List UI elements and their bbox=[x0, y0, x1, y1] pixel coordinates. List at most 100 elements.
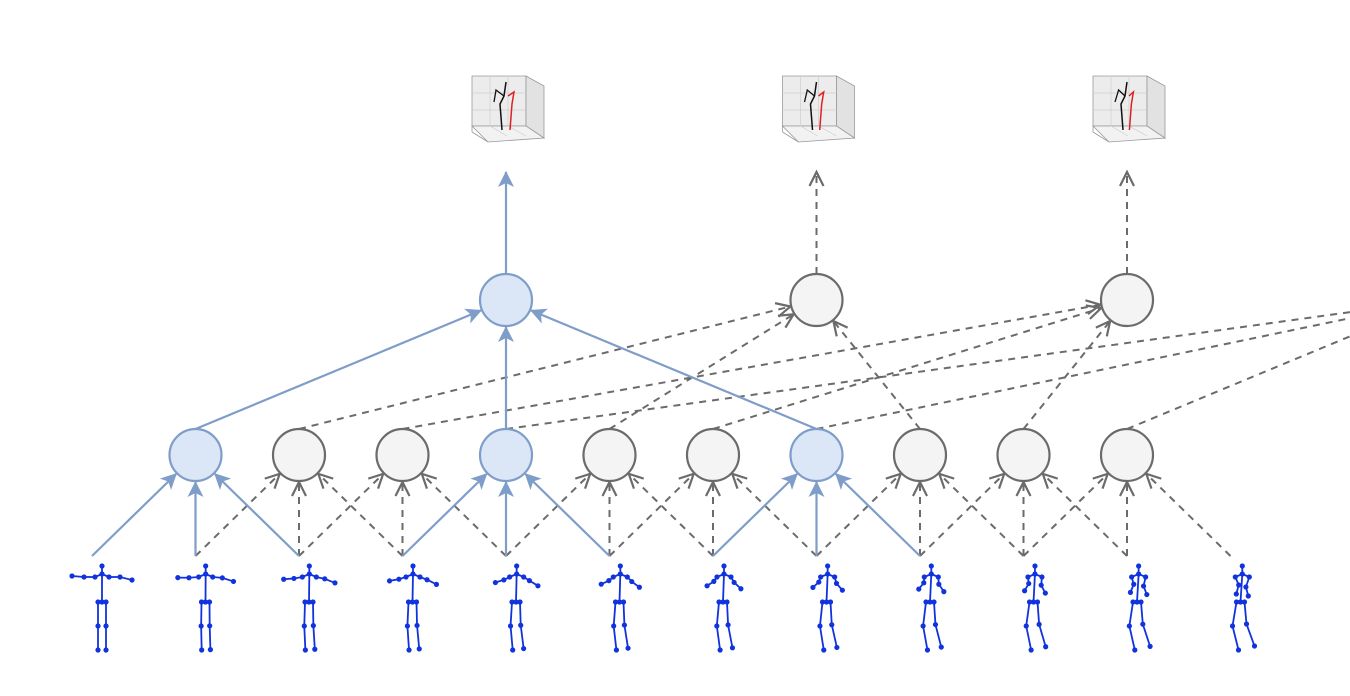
skeleton-joint bbox=[103, 623, 109, 629]
skeleton-joint bbox=[818, 574, 824, 580]
skeleton-joint bbox=[1039, 574, 1045, 580]
skeleton-joint bbox=[1136, 571, 1142, 577]
skeleton-joint bbox=[310, 623, 316, 629]
skeleton-joint bbox=[938, 644, 944, 650]
skeleton-joint bbox=[1246, 574, 1252, 580]
skeleton-bone bbox=[819, 625, 825, 651]
skeleton-joint bbox=[1028, 647, 1034, 653]
skeleton-joint bbox=[99, 563, 105, 569]
input-skeleton-frames bbox=[69, 563, 1258, 653]
skeleton-joint bbox=[1243, 621, 1250, 627]
skeleton-joint bbox=[920, 623, 926, 629]
pose-right-limbs bbox=[818, 90, 825, 131]
skeleton-joint bbox=[617, 571, 623, 577]
input-skeleton bbox=[492, 563, 541, 653]
skeleton-joint bbox=[404, 623, 411, 629]
input-to-hidden-edge bbox=[730, 472, 818, 557]
skeleton-joint bbox=[1140, 621, 1146, 627]
pose-left-arm bbox=[803, 88, 815, 103]
skeleton-joint bbox=[409, 599, 416, 605]
skeleton-joint bbox=[95, 599, 101, 605]
skeleton-joint bbox=[410, 563, 416, 569]
skeleton-joint bbox=[921, 580, 927, 586]
skeleton-joint bbox=[1235, 647, 1242, 653]
input-to-hidden-edge bbox=[194, 472, 282, 557]
skeleton-bone bbox=[715, 601, 720, 627]
skeleton-joint bbox=[817, 623, 823, 629]
skeleton-joint bbox=[724, 599, 730, 605]
skeleton-joint bbox=[1032, 563, 1038, 569]
pose-left-arm bbox=[493, 88, 505, 103]
skeleton-joint bbox=[81, 574, 87, 580]
hidden-to-output-edge bbox=[831, 319, 921, 430]
skeleton-joint bbox=[1130, 599, 1136, 605]
pose-3d-panel bbox=[1092, 75, 1167, 143]
pose-left-limbs bbox=[499, 81, 507, 131]
skeleton-joint bbox=[198, 599, 205, 605]
input-to-hidden-edge bbox=[937, 472, 1025, 557]
skeleton-bone bbox=[1036, 601, 1041, 625]
panel-grid-line bbox=[1128, 125, 1148, 137]
skeleton-joint bbox=[207, 647, 214, 653]
hidden-node bbox=[582, 427, 637, 483]
skeleton-joint bbox=[306, 571, 312, 577]
output-3d-pose-panels bbox=[471, 75, 1167, 143]
skeleton-joint bbox=[1233, 591, 1239, 597]
skeleton-joint bbox=[103, 599, 109, 605]
skeleton-joint bbox=[1038, 582, 1044, 588]
input-to-hidden-edge bbox=[524, 473, 611, 557]
skeleton-joint bbox=[714, 623, 720, 629]
input-skeleton bbox=[1126, 563, 1153, 653]
skeleton-bone bbox=[819, 601, 824, 627]
skeleton-bone bbox=[208, 625, 212, 650]
input-to-hidden-edge bbox=[608, 472, 696, 557]
input-skeleton bbox=[1022, 563, 1049, 653]
skeleton-bone bbox=[303, 601, 306, 627]
panel-grid-line bbox=[1092, 131, 1110, 143]
skeleton-joint bbox=[386, 578, 393, 584]
skeleton-bone bbox=[1136, 573, 1140, 603]
skeleton-bone bbox=[312, 625, 316, 650]
input-skeleton bbox=[175, 563, 237, 653]
skeleton-joint bbox=[810, 584, 816, 591]
skeleton-joint bbox=[1237, 599, 1244, 605]
hidden-node-active bbox=[789, 427, 844, 483]
skeleton-joint bbox=[839, 587, 845, 593]
skeleton-joint bbox=[834, 644, 840, 651]
skeleton-joint bbox=[936, 581, 942, 587]
hidden-node bbox=[685, 427, 741, 483]
skeleton-joint bbox=[230, 578, 237, 585]
skeleton-joint bbox=[514, 563, 520, 569]
skeleton-bone bbox=[612, 625, 618, 651]
panel-back-wall bbox=[1092, 75, 1148, 127]
skeleton-bone bbox=[933, 601, 937, 625]
input-to-hidden-edge bbox=[91, 473, 177, 557]
hidden-to-output-edge bbox=[505, 311, 1350, 430]
panel-grid-line bbox=[782, 131, 799, 143]
output-node bbox=[1099, 272, 1155, 328]
skeleton-joint bbox=[310, 599, 316, 605]
skeleton-joint bbox=[825, 563, 831, 569]
panel-grid-line bbox=[507, 125, 527, 137]
pose-left-limbs bbox=[809, 81, 818, 131]
input-skeleton bbox=[69, 563, 135, 653]
skeleton-joint bbox=[521, 645, 527, 652]
skeleton-joint bbox=[103, 647, 109, 653]
skeleton-joint bbox=[611, 623, 617, 629]
skeleton-joint bbox=[1232, 574, 1238, 580]
input-to-hidden-edge bbox=[1022, 472, 1110, 557]
skeleton-joint bbox=[941, 589, 947, 595]
skeleton-joint bbox=[1023, 623, 1029, 629]
skeleton-joint bbox=[1022, 588, 1028, 594]
skeleton-bone bbox=[519, 625, 525, 649]
input-skeleton bbox=[281, 563, 338, 653]
skeleton-bone bbox=[509, 601, 513, 627]
panel-grid-line bbox=[800, 125, 818, 137]
skeleton-joint bbox=[92, 574, 98, 580]
skeleton-joint bbox=[95, 647, 101, 653]
skeleton-joint bbox=[302, 599, 308, 605]
pose-right-limbs bbox=[1128, 89, 1135, 131]
skeleton-bone bbox=[200, 625, 203, 651]
skeleton-joint bbox=[1129, 574, 1135, 580]
